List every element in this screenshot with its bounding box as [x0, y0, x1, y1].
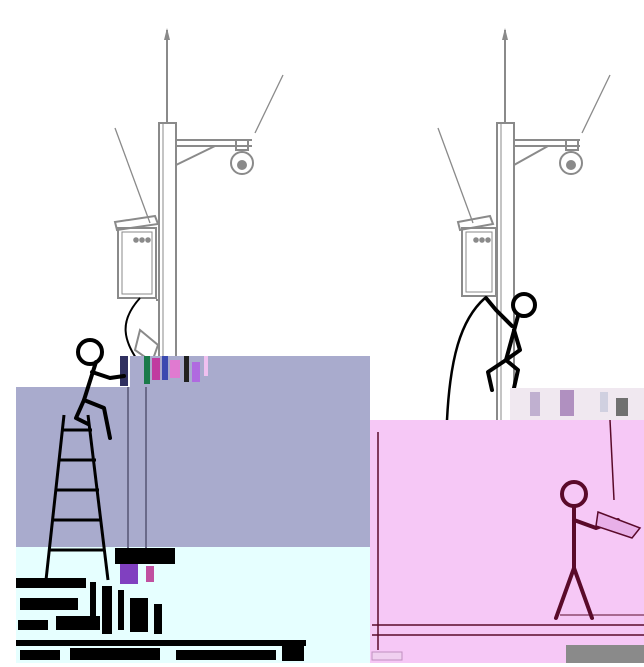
- right-box-callout: [438, 128, 473, 223]
- right-camera-callout: [582, 75, 610, 133]
- climbing-person: [486, 294, 535, 390]
- right-rod-tip: [502, 28, 508, 40]
- left-rod-tip: [164, 28, 170, 40]
- right-scene: [438, 28, 610, 423]
- glitch-block-pink: [370, 420, 644, 663]
- right-cable: [447, 298, 485, 420]
- right-pole: [497, 123, 514, 423]
- left-box-callout: [115, 128, 150, 223]
- left-control-box: [115, 216, 159, 300]
- glitch-bar-bottom-right: [566, 645, 644, 663]
- right-control-box: [458, 216, 496, 296]
- glitch-block-blue: [16, 387, 370, 547]
- left-camera-callout: [255, 75, 283, 133]
